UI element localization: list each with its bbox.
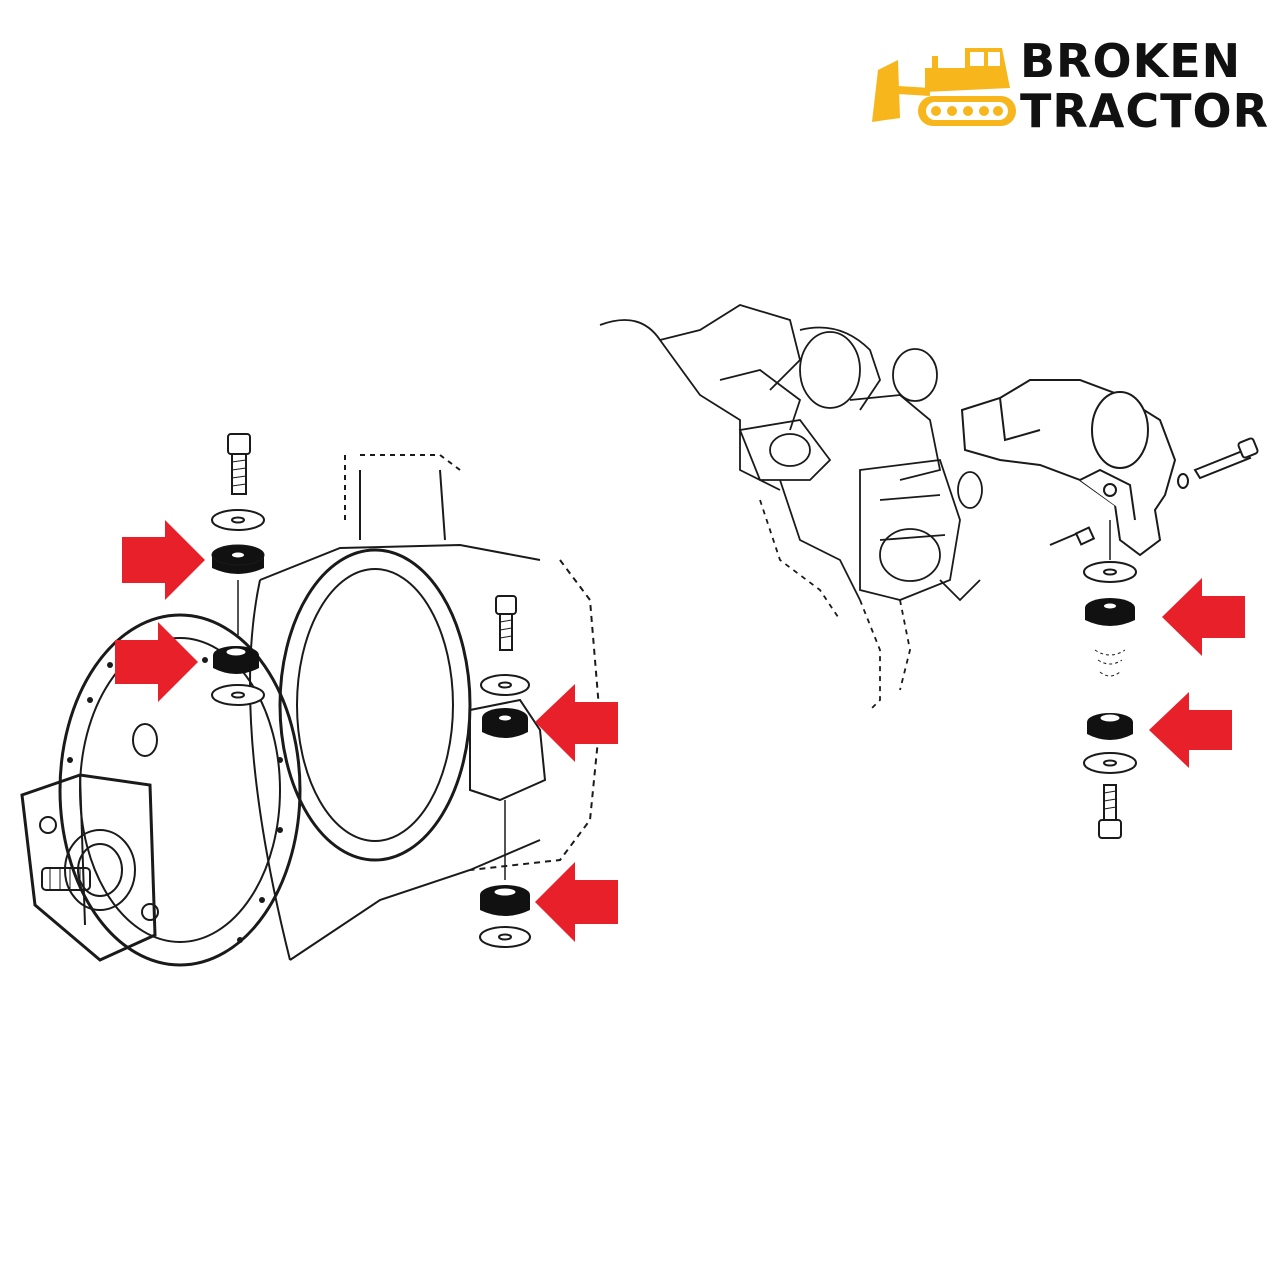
rubber-mount-left-lower <box>213 646 259 674</box>
logo-line-1: BROKEN <box>1020 34 1242 88</box>
washer-center-upper <box>480 674 530 696</box>
bracket-bolt <box>1074 437 1259 546</box>
arrow-callout-2 <box>115 622 198 702</box>
mount-stack-left-upper <box>211 433 265 706</box>
bulldozer-icon <box>872 48 1016 126</box>
washer-left-lower <box>211 684 265 706</box>
bolt-right <box>1098 784 1122 839</box>
arrow-callout-1 <box>122 520 205 600</box>
rubber-mount-right-lower <box>1087 713 1133 740</box>
arrow-callout-5 <box>1162 578 1245 656</box>
logo-line-2: TRACTOR <box>1020 84 1270 138</box>
engine-block <box>599 304 1091 711</box>
washer-left-upper <box>211 509 265 531</box>
rubber-mount-center-lower <box>480 885 530 916</box>
washer-right-upper <box>1083 561 1137 583</box>
arrow-callout-6 <box>1149 692 1232 768</box>
mount-stack-right <box>1083 520 1137 839</box>
washer-right-lower <box>1083 752 1137 774</box>
rubber-mount-left-upper <box>211 544 265 574</box>
rubber-mount-right-upper <box>1085 598 1135 626</box>
bolt-center <box>495 595 517 651</box>
arrow-callout-3 <box>535 684 618 762</box>
engine-mount-bracket <box>960 379 1177 557</box>
arrow-callout-4 <box>535 862 618 942</box>
rubber-mount-center-upper <box>482 708 528 738</box>
callout-arrows <box>115 520 1245 942</box>
washer-center-lower <box>479 926 531 948</box>
broken-tractor-logo: BROKEN TRACTOR <box>870 30 1270 140</box>
bolt-left-upper <box>227 433 251 495</box>
mount-stack-center <box>479 595 531 948</box>
